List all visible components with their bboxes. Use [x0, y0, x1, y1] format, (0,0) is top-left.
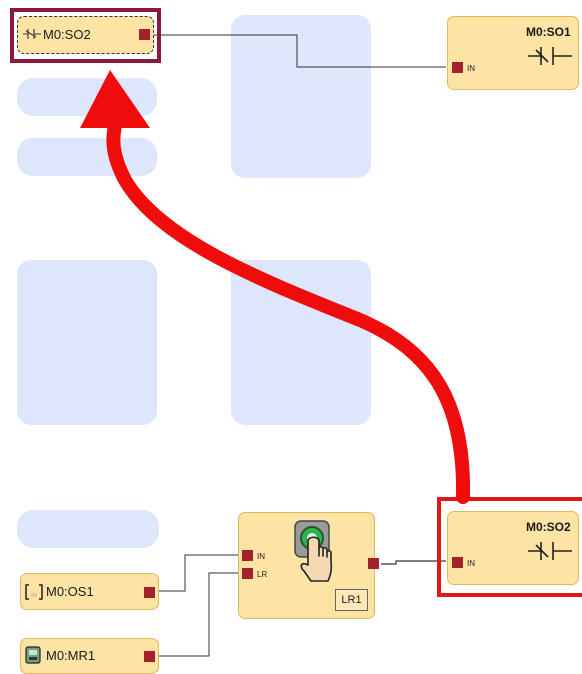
connection-line — [158, 554, 239, 592]
input-port[interactable] — [452, 557, 463, 568]
port-label-lr: LR — [257, 570, 268, 579]
placeholder-block — [231, 260, 371, 425]
function-block-lr1[interactable]: IN LR LR1 — [238, 512, 379, 619]
safety-output-icon — [23, 26, 41, 47]
block-tag-label: LR1 — [341, 594, 362, 606]
connection-line — [381, 560, 446, 565]
annotation-arrow-curve — [106, 118, 471, 504]
highlight-box-output — [437, 497, 582, 597]
input-port-in[interactable] — [242, 550, 253, 561]
connection-line — [158, 572, 239, 657]
operating-switch-icon — [25, 584, 43, 605]
port-label-in: IN — [257, 552, 265, 561]
input-node-mr1[interactable]: M0:MR1 — [20, 638, 159, 674]
output-node-so1[interactable]: M0:SO1 IN — [447, 16, 579, 90]
reference-node-so2[interactable]: M0:SO2 — [17, 16, 154, 54]
placeholder-block — [17, 138, 157, 176]
connection-line — [154, 34, 446, 68]
placeholder-block — [231, 15, 371, 178]
input-port-lr[interactable] — [242, 568, 253, 579]
reference-node-label: M0:SO2 — [43, 27, 91, 42]
input-node-os1[interactable]: M0:OS1 — [20, 573, 159, 610]
output-port[interactable] — [368, 558, 379, 569]
input-port[interactable] — [452, 62, 463, 73]
safety-output-contact-icon — [528, 539, 572, 568]
placeholder-block — [17, 510, 159, 548]
highlight-box-reference — [10, 8, 161, 63]
safety-output-contact-icon — [528, 44, 572, 73]
input-node-label: M0:OS1 — [46, 584, 94, 599]
manual-reset-icon — [25, 646, 41, 669]
input-node-label: M0:MR1 — [46, 648, 96, 663]
port-label-in: IN — [467, 559, 475, 568]
port-label-in: IN — [467, 64, 475, 73]
node-title: M0:SO1 — [526, 25, 571, 39]
hand-press-button-icon — [291, 519, 335, 594]
node-title: M0:SO2 — [526, 520, 571, 534]
output-port[interactable] — [139, 29, 150, 40]
annotation-arrowhead — [80, 70, 150, 128]
output-port[interactable] — [144, 587, 155, 598]
output-node-so2[interactable]: M0:SO2 IN — [447, 511, 579, 585]
placeholder-block — [17, 260, 157, 425]
output-port[interactable] — [144, 651, 155, 662]
block-tag: LR1 — [335, 589, 368, 611]
